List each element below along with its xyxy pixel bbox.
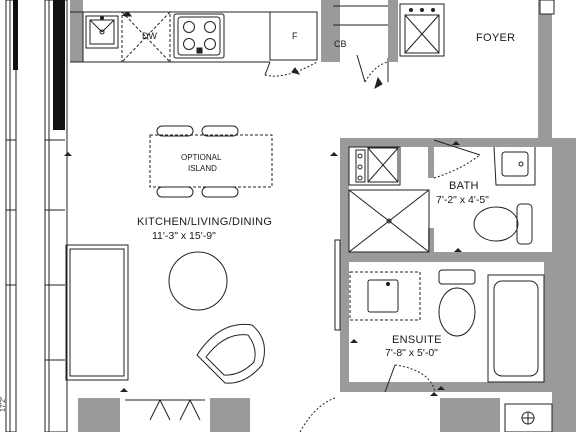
island-label-line2: ISLAND xyxy=(188,164,217,173)
cooktop xyxy=(173,13,225,59)
bottom-walls xyxy=(78,397,553,432)
armchair xyxy=(196,323,265,384)
bath-door xyxy=(433,139,481,179)
fridge-label: F xyxy=(292,31,298,41)
closet-label: CB xyxy=(334,39,347,49)
kitchen-living-dining-label: KITCHEN/LIVING/DINING xyxy=(137,216,273,228)
island-label-line1: OPTIONAL xyxy=(181,153,222,162)
ensuite-vanity xyxy=(349,271,421,321)
ensuite-bathtub xyxy=(487,274,545,383)
bath-toilet xyxy=(473,203,533,245)
ensuite-label: ENSUITE xyxy=(392,334,442,346)
right-exterior-wall xyxy=(538,0,576,432)
bath-vanity xyxy=(493,146,536,186)
ensuite-toilet xyxy=(438,269,476,337)
kitchen-counter xyxy=(70,0,330,63)
dishwasher-label: DW xyxy=(142,31,157,41)
foyer-label: FOYER xyxy=(476,32,516,44)
sofa xyxy=(65,244,129,381)
bath-shower xyxy=(348,146,401,186)
optional-island xyxy=(149,125,273,198)
ensuite-door xyxy=(384,364,436,393)
bath-dimensions: 7'-2" x 4'-5" xyxy=(436,194,489,206)
bath-shower-floor xyxy=(348,189,430,253)
kitchen-sink xyxy=(85,15,119,49)
fridge xyxy=(264,11,318,77)
bath-room-walls xyxy=(340,138,552,262)
ensuite-dimensions: 7'-8" x 5'-0" xyxy=(385,347,438,359)
edge-dimension-text: 17'2" xyxy=(0,396,7,412)
left-window-wall xyxy=(5,0,68,432)
dining-table xyxy=(168,251,228,311)
bath-label: BATH xyxy=(449,180,479,192)
ensuite-walls xyxy=(334,239,552,392)
direction-arrows xyxy=(64,12,462,396)
washer-dryer xyxy=(388,0,445,62)
kitchen-living-dining-dimensions: 11'-3" x 15'-9" xyxy=(152,230,216,242)
